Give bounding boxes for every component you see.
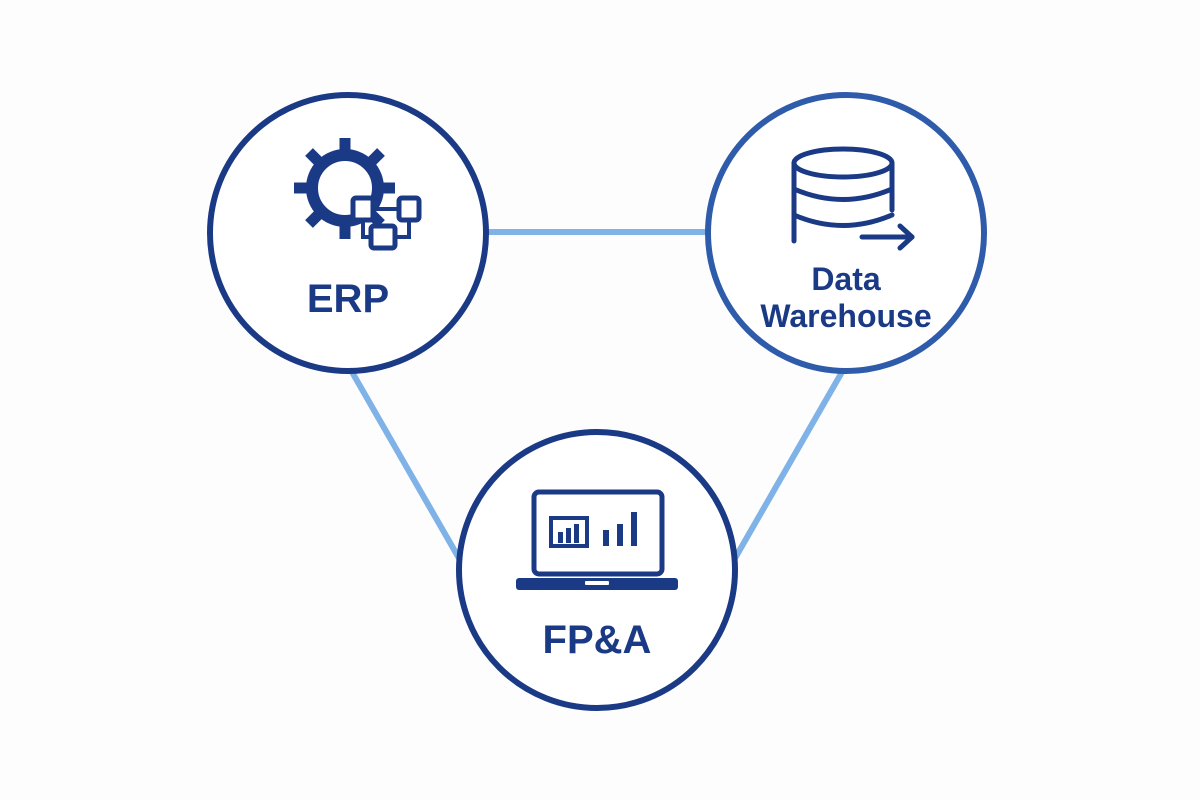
erp-node[interactable]: ERP [207,92,489,374]
data-warehouse-circle [705,92,987,374]
gear-flowchart-icon [294,138,422,251]
fpa-label: FP&A [543,618,652,662]
edge-erp-fpa [349,369,463,563]
fpa-circle [456,429,738,711]
data-warehouse-node[interactable]: Data Warehouse [705,92,987,374]
fpa-node[interactable]: FP&A [456,429,738,711]
data-warehouse-label-line1: Data [811,261,881,297]
erp-label: ERP [307,277,389,321]
data-warehouse-label-line2: Warehouse [760,298,931,334]
laptop-chart-icon [516,489,678,590]
database-arrow-icon [791,146,915,251]
connectors [349,229,845,563]
edge-warehouse-fpa [731,369,845,563]
